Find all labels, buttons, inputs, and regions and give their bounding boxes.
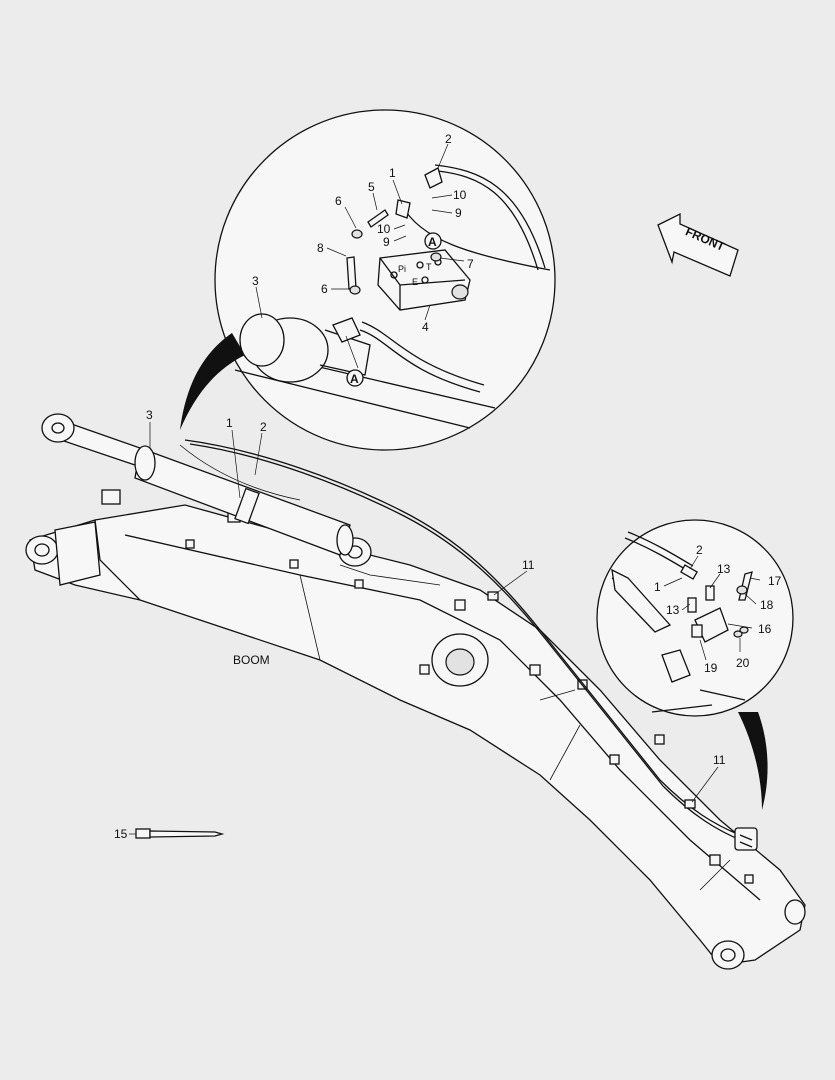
callout-6: 6: [335, 194, 342, 208]
boom-cylinder: [41, 413, 354, 556]
callout-10: 10: [453, 188, 467, 202]
callout-8: 8: [317, 241, 324, 255]
callout-7: 7: [467, 257, 474, 271]
callout-3: 3: [252, 274, 259, 288]
front-arrow: [657, 212, 739, 277]
detail-pointer-top: [180, 333, 245, 430]
svg-text:A: A: [428, 235, 437, 249]
boom-assembly: [25, 489, 806, 970]
callout-2: 2: [445, 132, 452, 146]
callout-3: 3: [146, 408, 153, 422]
callout-9: 9: [383, 235, 390, 249]
callout-17: 17: [768, 574, 782, 588]
callout-2: 2: [696, 543, 703, 557]
svg-text:A: A: [350, 372, 359, 386]
boom-tip-pin: [711, 940, 745, 970]
port-label-e: E: [412, 277, 418, 287]
boom-foot-pin: [25, 535, 59, 565]
boom-body: [29, 504, 806, 966]
rod-eye: [41, 413, 75, 443]
detail-pointer-right: [738, 712, 768, 810]
leader-lines: [129, 143, 761, 835]
callout-20: 20: [736, 656, 750, 670]
callout-2: 2: [260, 420, 267, 434]
callout-16: 16: [758, 622, 772, 636]
callout-13: 13: [666, 603, 680, 617]
callout-labels: 2 1 10 9 5 6 10 9 8 6 7 4 3 Pi T E A A F…: [114, 132, 782, 841]
detail-marker-a-top: A: [424, 232, 442, 250]
boom-label: BOOM: [233, 653, 270, 667]
cable-tie: [135, 828, 225, 839]
detail-view-right: [596, 519, 794, 810]
callout-15: 15: [114, 827, 128, 841]
hoses: [179, 439, 758, 851]
callout-19: 19: [704, 661, 718, 675]
valve-block: [377, 249, 471, 311]
callout-6: 6: [321, 282, 328, 296]
callout-9: 9: [455, 206, 462, 220]
detail-view-top: [180, 109, 739, 451]
port-label-t: T: [426, 262, 432, 272]
callout-13: 13: [717, 562, 731, 576]
port-label-pi: Pi: [398, 264, 406, 274]
callout-1: 1: [654, 580, 661, 594]
callout-18: 18: [760, 598, 774, 612]
callout-4: 4: [422, 320, 429, 334]
callout-5: 5: [368, 180, 375, 194]
callout-1: 1: [389, 166, 396, 180]
callout-10: 10: [377, 222, 391, 236]
callout-11: 11: [713, 753, 726, 767]
callout-11: 11: [522, 558, 535, 572]
callout-1: 1: [226, 416, 233, 430]
detail-marker-a-bottom: A: [346, 369, 364, 387]
